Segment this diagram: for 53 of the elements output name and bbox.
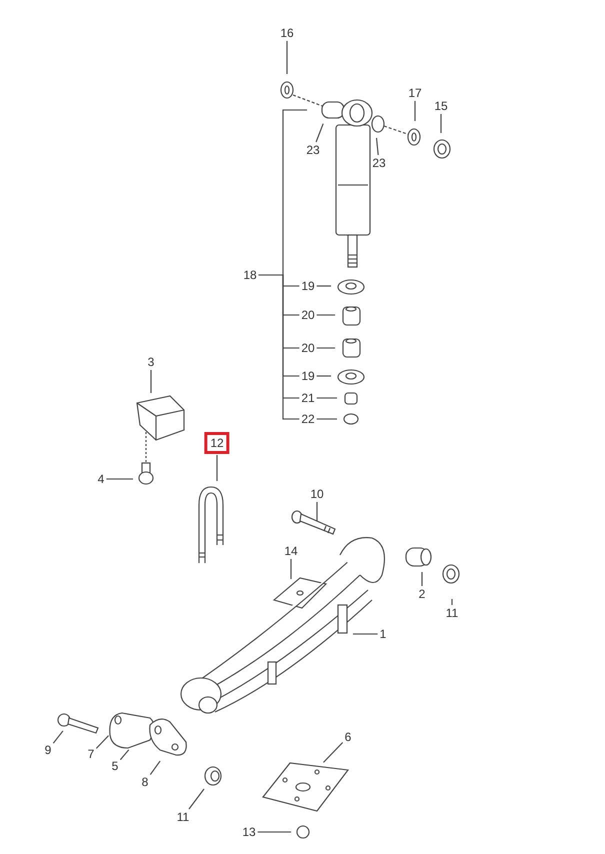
callout-number: 14 (283, 544, 299, 558)
callout-number: 2 (418, 587, 426, 601)
callout-number: 19 (300, 279, 316, 293)
leader-line (323, 742, 344, 763)
leader-line (316, 347, 335, 349)
callout-number: 7 (86, 747, 96, 761)
callout-number: 19 (300, 369, 316, 383)
callout-number: 17 (407, 86, 423, 100)
leader-line (120, 749, 130, 760)
callout-number: 20 (300, 341, 316, 355)
leader-line (290, 559, 292, 579)
callout-number: 15 (433, 99, 449, 113)
leader-line (258, 831, 291, 833)
callout-number: 20 (300, 308, 316, 322)
leader-line (421, 572, 423, 586)
leader-line (286, 41, 288, 74)
leader-line (353, 633, 378, 635)
leader-line (216, 455, 218, 481)
leader-line (96, 735, 109, 749)
callout-number: 23 (371, 156, 387, 170)
callout-number: 11 (176, 810, 190, 824)
leader-line (316, 397, 337, 399)
leader-line (316, 502, 318, 521)
callout-number: 4 (96, 472, 106, 486)
callout-number: 22 (300, 412, 316, 426)
leader-line (316, 314, 335, 316)
callout-number: 18 (242, 268, 258, 282)
leader-line (316, 418, 337, 420)
leader-line (451, 599, 453, 605)
leader-line (414, 101, 416, 121)
callout-number: 9 (44, 743, 52, 757)
leader-line (316, 123, 324, 142)
callout-number: 5 (110, 759, 120, 773)
callout-number: 13 (241, 825, 257, 839)
leader-line (316, 375, 331, 377)
callout-number: 1 (378, 627, 388, 641)
callout-number: 23 (305, 143, 321, 157)
leader-line (188, 788, 204, 810)
leader-line (316, 285, 331, 287)
callout-number: 12 (204, 432, 230, 454)
leader-line (106, 478, 133, 480)
callout-number: 6 (344, 730, 352, 744)
callout-number: 10 (309, 487, 325, 501)
callout-number: 11 (444, 606, 460, 620)
callout-number: 3 (146, 355, 156, 369)
leader-line (150, 370, 152, 393)
leader-line (52, 730, 64, 744)
callout-number: 21 (300, 391, 316, 405)
leader-line (150, 760, 161, 775)
callout-number: 8 (140, 775, 150, 789)
callout-number: 16 (279, 26, 295, 40)
leader-line (440, 114, 442, 133)
leader-line (376, 138, 379, 156)
